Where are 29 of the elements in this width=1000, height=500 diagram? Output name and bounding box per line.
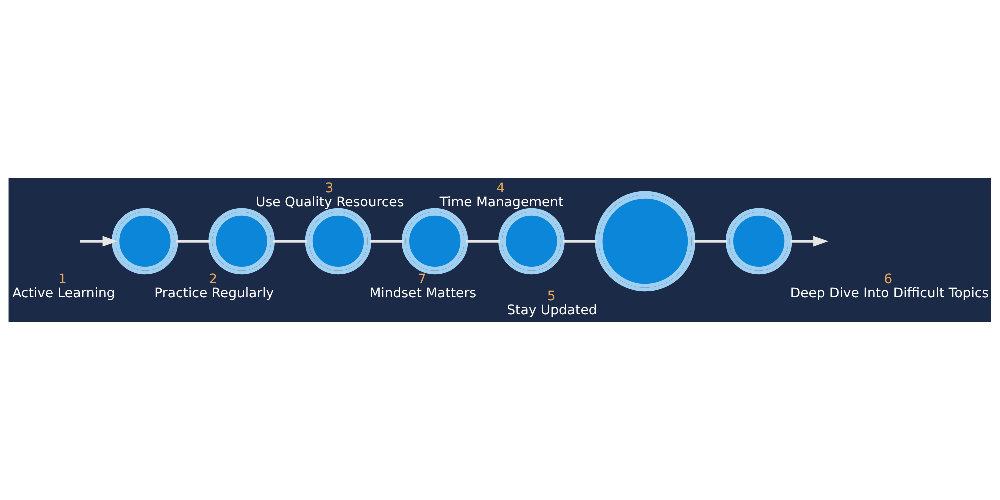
node-circle [208, 208, 275, 275]
node-circle [112, 208, 178, 275]
node-circle [595, 191, 696, 292]
node-label: Mindset Matters [370, 286, 477, 302]
node-label: 4 [496, 181, 506, 196]
connector [176, 240, 210, 243]
connector [563, 240, 597, 243]
node-label: Time Management [440, 196, 564, 211]
node-label: 5 [547, 289, 556, 304]
node-label: 2 [209, 272, 218, 288]
node-circle [726, 208, 792, 275]
node-circle [498, 208, 565, 275]
node-circle [402, 208, 468, 275]
node-label: Deep Dive Into Difficult Topics [790, 286, 990, 302]
arrow [790, 236, 829, 247]
connector [694, 240, 728, 243]
node-label: Stay Updated [507, 304, 598, 319]
arrow [80, 236, 118, 247]
node-circle [305, 208, 372, 275]
node-label: Use Quality Resources [256, 196, 404, 211]
node-label: 6 [884, 272, 893, 288]
node-label: Active Learning [12, 286, 116, 302]
node-label: 7 [418, 272, 426, 288]
connector [466, 240, 500, 243]
connector [273, 240, 308, 243]
node-label: Practice Regularly [154, 286, 274, 302]
connector [370, 240, 404, 243]
node-label: 3 [325, 181, 334, 196]
node-label: 1 [58, 272, 67, 288]
